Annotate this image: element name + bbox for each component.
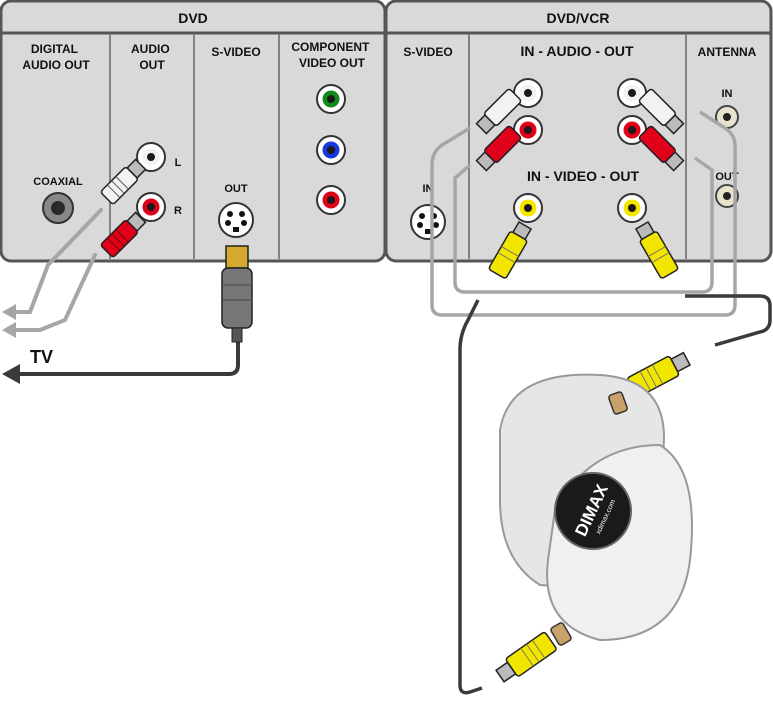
antenna-out-jack xyxy=(715,184,739,208)
arrow-tv-audio-2 xyxy=(2,322,16,338)
device-input-port xyxy=(608,391,628,415)
dvd-red-plug xyxy=(100,211,147,258)
vcr-out-red-plug xyxy=(638,125,685,172)
vcr-svideo-label: S-VIDEO xyxy=(403,45,452,59)
video-in-plug xyxy=(488,220,533,279)
svideo-plug xyxy=(221,245,253,343)
dvd-audio-r-jack xyxy=(136,192,166,222)
video-cable-loop xyxy=(685,294,772,347)
vcr-out-white-plug xyxy=(638,88,685,135)
vcr-in-white-plug xyxy=(475,88,522,135)
left-channel-label: L xyxy=(175,157,182,169)
video-cable-return xyxy=(458,299,483,695)
dvd-svideo-out-jack xyxy=(218,202,254,238)
arrow-tv-audio-1 xyxy=(2,304,16,320)
tv-label: TV xyxy=(30,347,53,367)
component-video-out-label: COMPONENT VIDEO OUT xyxy=(291,40,372,70)
dvd-svideo-label: S-VIDEO xyxy=(211,45,260,59)
coaxial-jack xyxy=(42,192,74,224)
vcr-in-red-plug xyxy=(475,125,522,172)
antenna-out-label: OUT xyxy=(715,171,739,183)
arrow-tv xyxy=(2,364,20,384)
dvd-vcr-panel xyxy=(384,0,773,263)
audio-in-out-label: IN - AUDIO - OUT xyxy=(520,43,633,59)
right-channel-label: R xyxy=(174,205,182,217)
dvd-title: DVD xyxy=(178,10,208,26)
device-logo-badge xyxy=(554,472,632,550)
vcr-audio-loop-cables xyxy=(430,110,737,317)
coaxial-label: COAXIAL xyxy=(33,176,83,188)
video-out-jack xyxy=(617,193,647,223)
dvd-svideo-out-label: OUT xyxy=(224,183,248,195)
antenna-label: ANTENNA xyxy=(698,45,757,59)
video-in-out-label: IN - VIDEO - OUT xyxy=(527,168,639,184)
video-in-jack xyxy=(513,193,543,223)
svideo-cable-to-tv xyxy=(18,340,240,376)
vcr-svideo-in-jack xyxy=(410,204,446,240)
dvd-audio-cables xyxy=(10,208,103,332)
video-out-plug xyxy=(634,220,679,279)
audio-out-label: AUDIO OUT xyxy=(131,42,173,72)
device-output-port xyxy=(550,622,572,646)
device-output-plug xyxy=(495,631,557,683)
vcr-svideo-in-label: IN xyxy=(423,183,434,195)
component-red-jack xyxy=(316,185,346,215)
dvd-vcr-title: DVD/VCR xyxy=(546,10,609,26)
dimax-device: DIMAX xdimax.com xyxy=(499,373,693,646)
dvd-white-plug xyxy=(100,158,147,205)
antenna-in-jack xyxy=(715,105,739,129)
antenna-in-label: IN xyxy=(722,88,733,100)
component-green-jack xyxy=(316,84,346,114)
component-blue-jack xyxy=(316,135,346,165)
digital-audio-out-label: DIGITAL AUDIO OUT xyxy=(22,42,90,72)
